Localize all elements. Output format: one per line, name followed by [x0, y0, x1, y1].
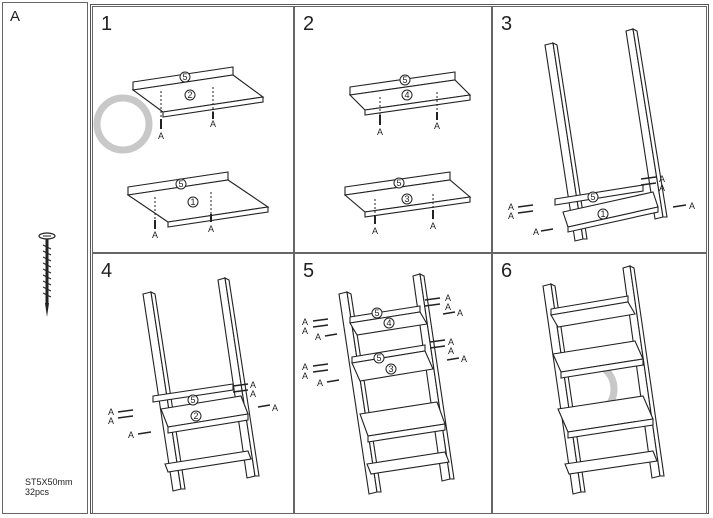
screw-a-label: A: [508, 202, 514, 212]
screw-a-label: A: [448, 346, 454, 356]
part-4-label: 4: [404, 90, 409, 100]
screw-a-label: A: [158, 131, 164, 141]
screw-a-label: A: [377, 127, 383, 137]
screw-a-label: A: [210, 119, 216, 129]
step-2-panel: 2 5 4 A A 5 3 A A: [294, 6, 492, 253]
hardware-label: A: [10, 8, 21, 25]
step-5-diagram: 5 4 5 3 A A A A A A A A A A A A: [302, 273, 467, 495]
step-6-diagram: [542, 265, 665, 495]
screw-a-label: A: [508, 211, 514, 221]
watermark-icon: [93, 94, 153, 154]
part-5-label: 5: [590, 192, 595, 202]
step-3-diagram: 5 1 A A A A A A: [508, 28, 695, 242]
part-5-label: 5: [182, 72, 187, 82]
step-3-number: 3: [501, 13, 513, 35]
screw-a-label: A: [457, 308, 463, 318]
screw-a-label: A: [434, 121, 440, 131]
step-5-panel: 5 5 4 5 3 A A: [294, 253, 492, 514]
screw-a-label: A: [272, 403, 278, 413]
hardware-spec: ST5X50mm 32pcs: [25, 477, 73, 497]
part-5-label: 5: [374, 308, 379, 318]
hardware-panel: A ST5X50mm 32pcs: [2, 2, 88, 514]
screw-a-label: A: [128, 430, 134, 440]
screw-a-label: A: [302, 371, 308, 381]
screw-a-label: A: [250, 380, 256, 390]
screw-a-label: A: [315, 332, 321, 342]
screw-a-label: A: [461, 354, 467, 364]
screw-icon: [38, 232, 56, 317]
step-4-panel: 4 5 2 A A A A A A: [92, 253, 294, 514]
step-6-number: 6: [501, 260, 513, 282]
screw-a-label: A: [302, 317, 308, 327]
screw-a-label: A: [430, 221, 436, 231]
screw-a-label: A: [208, 224, 214, 234]
step-1-panel: 1 5 2 A A 5 1 A A: [92, 6, 294, 253]
screw-a-label: A: [689, 201, 695, 211]
screw-a-label: A: [533, 227, 539, 237]
screw-a-label: A: [108, 407, 114, 417]
step-4-diagram: 5 2 A A A A A A: [108, 277, 278, 492]
screw-a-label: A: [317, 378, 323, 388]
part-2-label: 2: [187, 90, 192, 100]
hardware-size: ST5X50mm: [25, 477, 73, 487]
screw-a-label: A: [302, 362, 308, 372]
screw-a-label: A: [659, 174, 665, 184]
step-4-number: 4: [101, 260, 113, 282]
screw-a-label: A: [659, 183, 665, 193]
part-5-label: 5: [190, 395, 195, 405]
step-1-number: 1: [101, 13, 113, 35]
step-6-panel: 6: [492, 253, 707, 514]
part-2-label: 2: [193, 411, 198, 421]
step-5-number: 5: [303, 260, 315, 282]
part-5-label: 5: [376, 353, 381, 363]
screw-a-label: A: [448, 337, 454, 347]
screw-a-label: A: [372, 226, 378, 236]
step-2-diagram: 5 4 A A 5 3 A A: [343, 71, 472, 236]
step-3-panel: 3 5 1 A A A A A A: [492, 6, 707, 253]
part-5-label: 5: [402, 75, 407, 85]
part-1-label: 1: [600, 209, 605, 219]
part-1-label: 1: [190, 197, 195, 207]
part-5-label: 5: [178, 179, 183, 189]
screw-a-label: A: [302, 326, 308, 336]
step-1-diagram: 5 2 A A 5 1 A A: [93, 66, 270, 240]
screw-a-label: A: [445, 293, 451, 303]
part-5-label: 5: [396, 178, 401, 188]
part-3-label: 3: [388, 364, 393, 374]
hardware-quantity: 32pcs: [25, 487, 50, 497]
step-2-number: 2: [303, 13, 315, 35]
screw-a-label: A: [445, 302, 451, 312]
part-3-label: 3: [404, 194, 409, 204]
part-4-label: 4: [386, 318, 391, 328]
screw-a-label: A: [250, 389, 256, 399]
screw-a-label: A: [108, 416, 114, 426]
screw-a-label: A: [152, 230, 158, 240]
